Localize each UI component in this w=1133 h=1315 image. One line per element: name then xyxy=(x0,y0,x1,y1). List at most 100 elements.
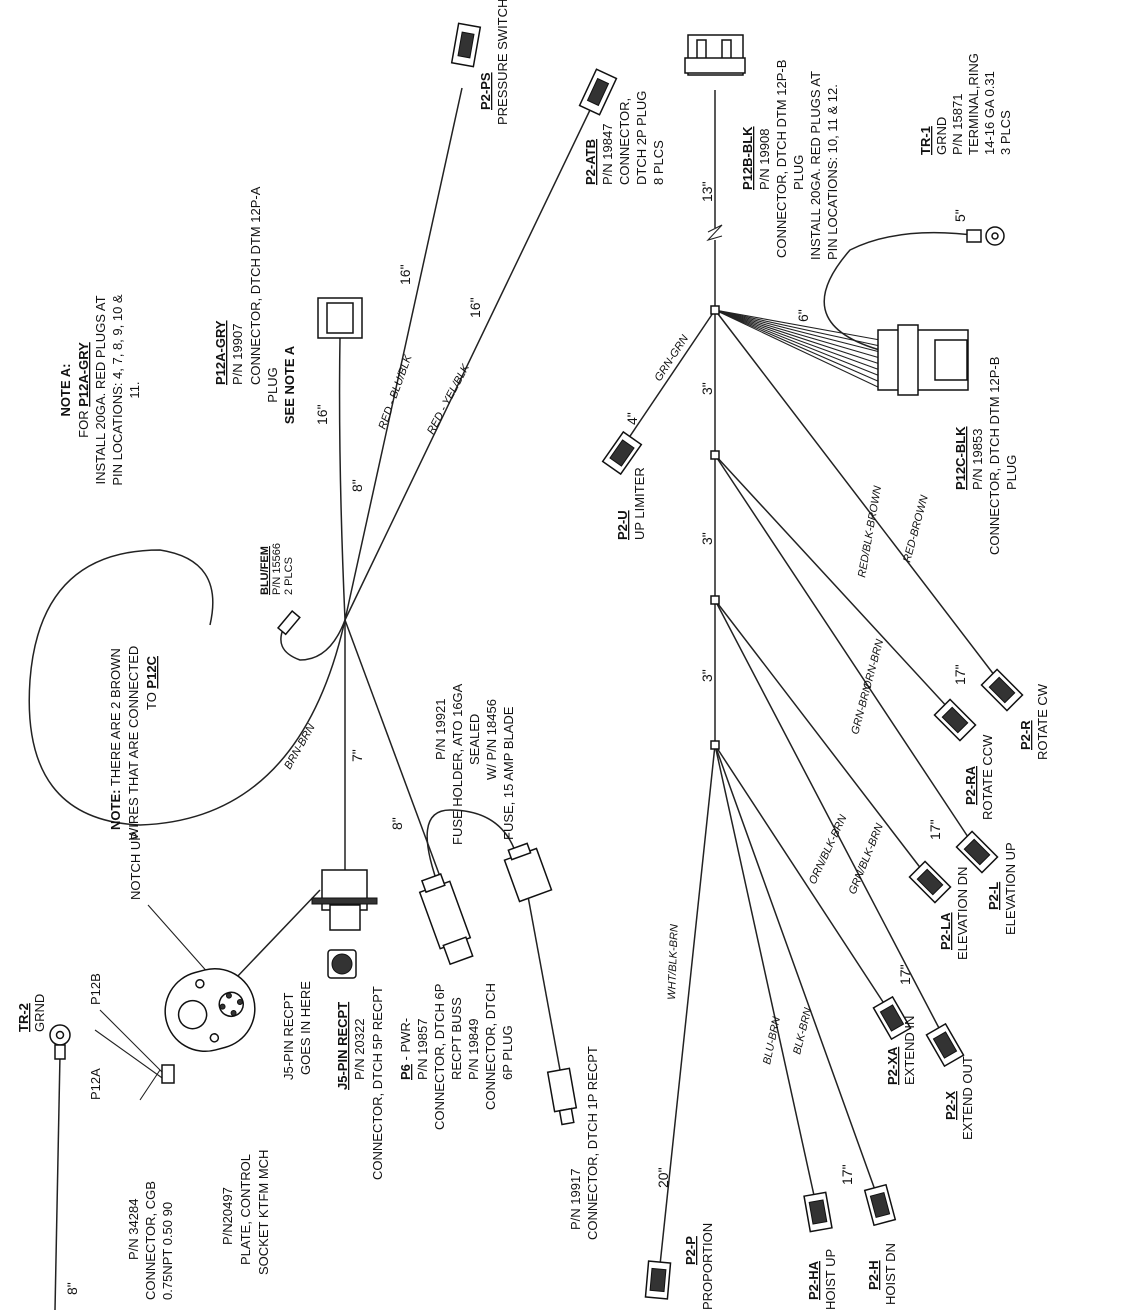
svg-text:P2-X: P2-X xyxy=(943,1091,958,1120)
svg-text:4": 4" xyxy=(624,412,640,425)
svg-text:WHT/BLK-BRN: WHT/BLK-BRN xyxy=(666,924,681,1000)
wire-to-p2-p xyxy=(659,744,716,1266)
p2-atb-label: P2-ATB P/N 19847 CONNECTOR, DTCH 2P PLUG… xyxy=(583,91,666,185)
svg-text:P/N 34284: P/N 34284 xyxy=(126,1199,141,1260)
p2-ha-connector xyxy=(803,1191,833,1233)
svg-text:20": 20" xyxy=(655,1167,671,1188)
svg-text:CONNECTOR,: CONNECTOR, xyxy=(617,98,632,185)
svg-text:HOIST DN: HOIST DN xyxy=(883,1243,898,1305)
svg-text:EXTEND IN: EXTEND IN xyxy=(902,1016,917,1085)
p2-r-label: P2-R ROTATE CW xyxy=(1018,683,1050,760)
svg-text:P2-PS: P2-PS xyxy=(478,72,493,110)
wire-to-p2-ra xyxy=(714,454,951,711)
p2-ha-label: P2-HA HOIST UP xyxy=(806,1249,838,1310)
svg-text:2 PLCS: 2 PLCS xyxy=(283,557,295,595)
svg-text:P/N 19857: P/N 19857 xyxy=(415,1019,430,1080)
svg-text:CONNECTOR, DTCH: CONNECTOR, DTCH xyxy=(483,983,498,1110)
svg-text:INSTALL 20GA. RED PLUGS AT: INSTALL 20GA. RED PLUGS AT xyxy=(808,71,823,260)
svg-text:P2-RA: P2-RA xyxy=(963,765,978,805)
svg-text:PIN LOCATIONS: 10, 11 & 12.: PIN LOCATIONS: 10, 11 & 12. xyxy=(825,84,840,260)
p2-l-connector xyxy=(955,830,999,874)
p2-atb-connector xyxy=(578,68,618,116)
svg-text:PROPORTION: PROPORTION xyxy=(700,1223,715,1310)
svg-text:8": 8" xyxy=(389,817,405,830)
p2-r-connector xyxy=(980,668,1024,712)
svg-text:8": 8" xyxy=(64,1282,80,1295)
svg-text:RED - YEL/BLK: RED - YEL/BLK xyxy=(425,362,472,437)
svg-text:NOTCH UP: NOTCH UP xyxy=(128,832,143,900)
p2-h-connector xyxy=(863,1183,897,1227)
blufem-terminal xyxy=(276,610,301,636)
wire-tr2 xyxy=(54,1054,61,1311)
blufem-label: BLU/FEM P/N 15566 2 PLCS xyxy=(259,543,295,595)
svg-text:PIN LOCATIONS: 4, 7, 8, 9, 10: PIN LOCATIONS: 4, 7, 8, 9, 10 & xyxy=(110,294,125,486)
svg-text:6": 6" xyxy=(795,309,811,322)
brown-wire-note: NOTE: THERE ARE 2 BROWN WIRES THAT ARE C… xyxy=(108,646,159,840)
svg-text:11.: 11. xyxy=(127,381,142,398)
wire-to-p2-l xyxy=(714,454,971,841)
svg-text:FOR P12A-GRY: FOR P12A-GRY xyxy=(76,342,91,438)
p2-p-connector xyxy=(644,1260,672,1300)
svg-text:P/N 20322: P/N 20322 xyxy=(352,1019,367,1080)
p12c-label: P12C-BLK P/N 19853 CONNECTOR, DTCH DTM 1… xyxy=(953,357,1019,555)
wire-brown-loop xyxy=(28,549,346,826)
plate-labels: P12B P12A NOTCH UP P/N 34284 CONNECTOR, … xyxy=(88,832,271,1300)
svg-text:GRND: GRND xyxy=(32,994,47,1032)
p6-connector xyxy=(418,873,474,966)
svg-text:ELEVATION DN: ELEVATION DN xyxy=(955,867,970,960)
svg-text:CONNECTOR, DTCH DTM 12P-B: CONNECTOR, DTCH DTM 12P-B xyxy=(774,60,789,258)
svg-text:PLUG: PLUG xyxy=(265,367,280,402)
p19917-connector xyxy=(546,1067,578,1126)
svg-text:ROTATE CW: ROTATE CW xyxy=(1035,683,1050,760)
wires xyxy=(28,87,999,1311)
svg-text:P/N 15871: P/N 15871 xyxy=(950,94,965,155)
svg-text:PLATE, CONTROL: PLATE, CONTROL xyxy=(238,1154,253,1265)
tr2-label: TR-2 GRND xyxy=(16,994,47,1032)
svg-text:P/N20497: P/N20497 xyxy=(220,1187,235,1245)
p2-u-label: P2-U UP LIMITER xyxy=(615,467,647,540)
svg-text:P2-L: P2-L xyxy=(986,882,1001,910)
leader-p12b xyxy=(99,1009,166,1076)
svg-text:J5-PIN RECPT: J5-PIN RECPT xyxy=(281,993,296,1080)
svg-text:RED - BLU/BLK: RED - BLU/BLK xyxy=(377,353,415,431)
svg-text:6P PLUG: 6P PLUG xyxy=(500,1025,515,1080)
svg-text:P/N 15566: P/N 15566 xyxy=(271,543,283,595)
svg-text:P2-H: P2-H xyxy=(866,1260,881,1290)
p2-h-label: P2-H HOIST DN xyxy=(866,1243,898,1305)
p19917-labels: P/N 19917 CONNECTOR, DTCH 1P RECPT xyxy=(568,1046,600,1240)
svg-text:J5-PIN RECPT: J5-PIN RECPT xyxy=(335,1002,350,1090)
p12a-connector xyxy=(317,297,363,339)
svg-text:5": 5" xyxy=(952,209,968,222)
wire-labels: RED - BLU/BLK RED - YEL/BLK GRN-GRN BRN-… xyxy=(282,333,931,1066)
svg-text:16": 16" xyxy=(314,404,330,425)
svg-text:7": 7" xyxy=(349,749,365,762)
p6-labels: P6 - PWR- P/N 19857 CONNECTOR, DTCH 6P R… xyxy=(398,983,515,1130)
svg-text:P12A-GRY: P12A-GRY xyxy=(213,320,228,385)
svg-text:17": 17" xyxy=(927,819,943,840)
svg-text:3": 3" xyxy=(699,669,715,682)
junctions xyxy=(710,305,720,750)
wire-break xyxy=(706,224,723,242)
p2-ra-label: P2-RA ROTATE CCW xyxy=(963,734,995,820)
svg-text:GRN-GRN: GRN-GRN xyxy=(652,333,691,384)
svg-text:W/ P/N 18456: W/ P/N 18456 xyxy=(484,699,499,780)
wire-to-p19917 xyxy=(524,879,561,1071)
svg-text:17": 17" xyxy=(897,964,913,985)
leader-notch xyxy=(147,904,211,976)
wire-to-p2-la xyxy=(714,599,923,871)
svg-text:8": 8" xyxy=(349,479,365,492)
svg-text:GRN/BLK-BRN: GRN/BLK-BRN xyxy=(847,822,886,896)
svg-text:BLK-BRN: BLK-BRN xyxy=(791,1007,814,1056)
p2-x-label: P2-X EXTEND OUT xyxy=(943,1056,975,1140)
svg-text:TO P12C: TO P12C xyxy=(144,655,159,710)
wire-to-pressure-switch xyxy=(344,87,463,621)
wire-to-p2-ha xyxy=(714,744,816,1201)
svg-text:P2-XA: P2-XA xyxy=(885,1046,900,1085)
svg-text:PLUG: PLUG xyxy=(791,155,806,190)
svg-text:3 PLCS: 3 PLCS xyxy=(998,110,1013,155)
svg-text:NOTE: THERE ARE 2 BROWN: NOTE: THERE ARE 2 BROWN xyxy=(108,648,123,830)
svg-text:NOTE A:: NOTE A: xyxy=(58,364,73,417)
j5-bulkhead-connector xyxy=(311,869,378,931)
svg-text:DTCH 2P PLUG: DTCH 2P PLUG xyxy=(634,91,649,185)
